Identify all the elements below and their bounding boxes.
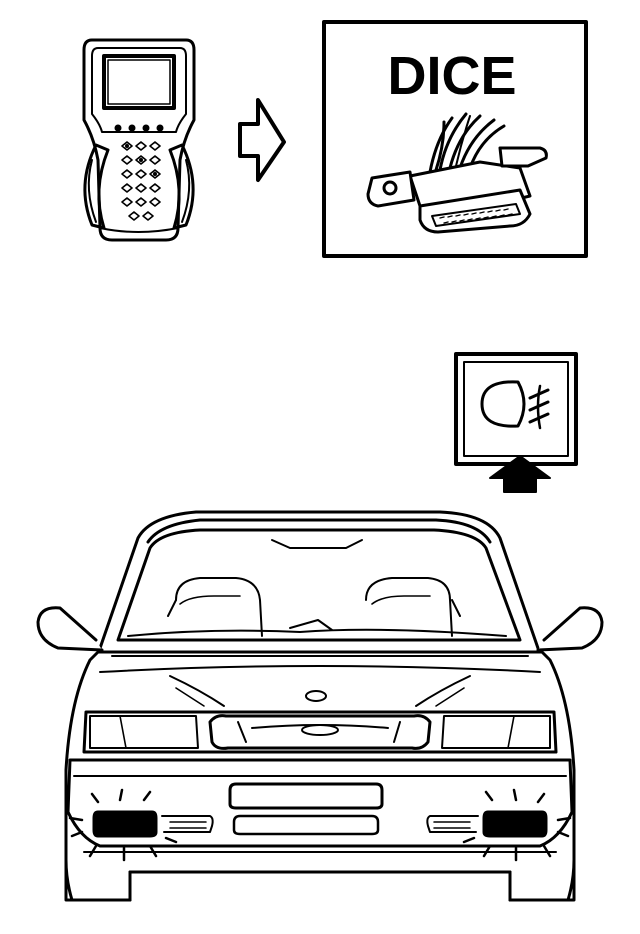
car-front-view-icon — [36, 510, 604, 902]
diagnostic-connector-icon — [366, 112, 548, 234]
front-fog-lamp-icon — [480, 380, 550, 430]
scan-tool-icon — [82, 38, 196, 242]
fog-lamp-indicator-panel — [454, 352, 578, 466]
solid-up-arrow-icon — [489, 455, 551, 493]
dice-label: DICE — [387, 46, 516, 106]
outline-right-arrow-icon — [238, 98, 286, 182]
dice-panel: DICE — [322, 20, 588, 258]
